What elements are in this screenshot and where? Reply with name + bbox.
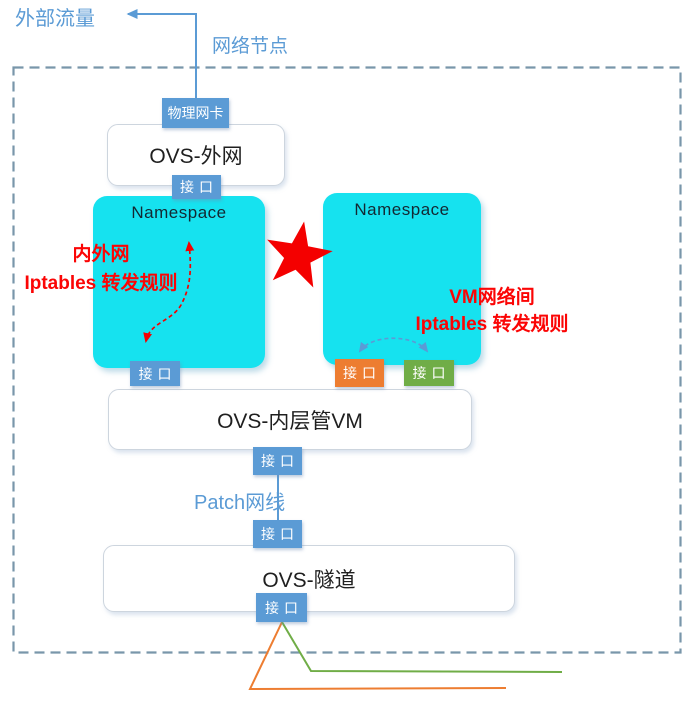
port-badge-namespace-left-bottom: 接口 [130, 361, 180, 386]
physical-nic-badge: 物理网卡 [162, 98, 229, 128]
port-badge-inner-vm-bottom: 接口 [253, 447, 302, 475]
port-badge-green: 接口 [404, 360, 454, 386]
right-iptables-flow-arrow [358, 337, 429, 353]
node-ovs-tunnel-label: OVS-隧道 [262, 568, 356, 592]
left-iptables-rule-line1: 内外网 [72, 244, 130, 265]
right-iptables-rule-line1: VM网络间 [449, 287, 535, 308]
node-ovs-tunnel: OVS-隧道 [103, 545, 515, 612]
external-traffic-label: 外部流量 [15, 8, 95, 30]
left-iptables-rule-note: 内外网 Iptables 转发规则 [20, 240, 182, 298]
namespace-left-label: Namespace [131, 203, 227, 222]
port-badge-tunnel-top: 接口 [253, 520, 302, 548]
node-ovs-external-label: OVS-外网 [149, 145, 243, 168]
namespace-right-label: Namespace [354, 200, 450, 219]
network-node-boundary [12, 66, 682, 654]
node-ovs-inner-vm-label: OVS-内层管VM [217, 409, 363, 433]
network-node-label: 网络节点 [212, 36, 289, 57]
node-ovs-inner-vm: OVS-内层管VM [108, 389, 472, 450]
conflict-star-icon [267, 221, 333, 288]
right-iptables-rule-note: VM网络间 Iptables 转发规则 [402, 284, 582, 338]
port-badge-external-namespace: 接口 [172, 175, 221, 199]
port-badge-tunnel-bottom: 接口 [256, 593, 307, 622]
tunnel-line-green [281, 621, 563, 673]
port-badge-orange: 接口 [335, 359, 384, 387]
patch-cable-label: Patch网线 [194, 492, 286, 514]
right-iptables-rule-line2: Iptables 转发规则 [415, 314, 569, 335]
tunnel-line-orange [248, 621, 507, 691]
left-iptables-rule-line2: Iptables 转发规则 [24, 273, 178, 294]
left-iptables-flow-arrow [143, 241, 195, 343]
node-namespace-right: Namespace [323, 193, 481, 365]
node-ovs-external: OVS-外网 [107, 124, 285, 186]
